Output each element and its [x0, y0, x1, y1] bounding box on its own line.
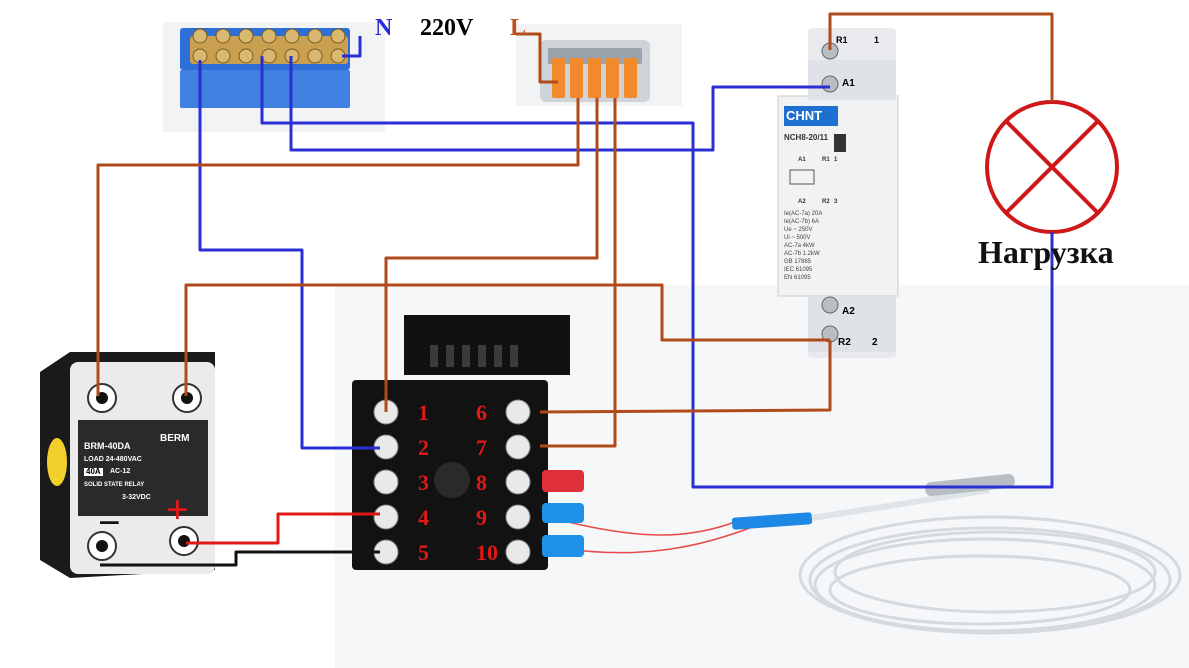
- line-wire-6-to-contactor: [539, 340, 832, 414]
- dc-plus-wire: [186, 512, 380, 545]
- line-wire-to-controller-1: [384, 98, 599, 412]
- contactor-model: NCH8-20/11: [784, 133, 829, 142]
- ssr-plus-sign: +: [166, 487, 189, 532]
- contactor-panel-a2: A2: [798, 199, 806, 205]
- neutral-wire-to-lamp: [260, 56, 1054, 489]
- contactor-spec-line: IEC 61095: [784, 267, 813, 273]
- contactor-spec-line: EN 61095: [784, 275, 811, 281]
- bus-screw: [215, 48, 231, 64]
- bus-screw: [330, 28, 346, 44]
- controller-screw: [373, 469, 399, 495]
- wago-connector: [516, 24, 682, 106]
- controller-terminal-number: 3: [418, 470, 429, 495]
- contactor-panel-1: 1: [834, 157, 838, 163]
- contactor-spec-line: Ue ~ 250V: [784, 227, 813, 233]
- spade-connectors: [542, 470, 584, 557]
- bus-screw: [238, 48, 254, 64]
- controller-terminal-number: 10: [476, 540, 498, 565]
- neutral-wire-to-controller-2: [198, 60, 380, 450]
- ssr-model: BRM-40DA: [84, 441, 131, 451]
- contactor-brand: CHNT: [786, 108, 823, 123]
- contactor-a1-label: A1: [842, 78, 855, 89]
- contactor-spec-line: GB 17885: [784, 259, 812, 265]
- controller-terminal-number: 9: [476, 505, 487, 530]
- controller-terminal-number: 2: [418, 435, 429, 460]
- ssr-load-text: LOAD 24-480VAC: [84, 456, 142, 463]
- contactor-specs: Ie(AC-7a) 20A Ie(AC-7b) 6A Ue ~ 250V Ui ~ 5…: [784, 210, 822, 282]
- controller-terminal-number: 1: [418, 400, 429, 425]
- thermocouple-probe: [559, 473, 1182, 635]
- controller-terminal-number: 8: [476, 470, 487, 495]
- controller-terminal-number: 4: [418, 505, 429, 530]
- bus-screw: [215, 28, 231, 44]
- line-wire-ssr-to-contactor: [184, 283, 830, 396]
- contactor-1-label: 1: [874, 35, 880, 45]
- wago-lever: [570, 58, 583, 98]
- voltage-label: 220V: [420, 15, 474, 41]
- neutral-bus-bar: [163, 22, 385, 132]
- contactor-spec-line: Ie(AC-7a) 20A: [784, 211, 823, 217]
- neutral-bus-tail: [342, 36, 362, 58]
- controller-screw: [505, 469, 531, 495]
- wago-lever: [606, 58, 619, 98]
- load-lamp-icon: [985, 100, 1119, 234]
- bus-screw: [238, 28, 254, 44]
- wago-lever: [588, 58, 601, 98]
- bus-screw: [307, 48, 323, 64]
- bus-screw: [284, 28, 300, 44]
- contactor-spec-line: AC-7b 1.2kW: [784, 251, 820, 257]
- contactor-r1-label: R1: [836, 35, 848, 45]
- temperature-controller: [352, 315, 570, 570]
- load-label: Нагрузка: [978, 234, 1114, 270]
- controller-terminal-number: 5: [418, 540, 429, 565]
- line-wire-to-controller-7: [540, 98, 617, 448]
- line-wire-to-ssr: [96, 98, 580, 396]
- ssr-type: SOLID STATE RELAY: [84, 482, 145, 488]
- contactor-panel-3: 3: [834, 199, 838, 205]
- bus-screw: [192, 28, 208, 44]
- contactor-panel-r2: R2: [822, 199, 830, 205]
- bus-screw: [261, 28, 277, 44]
- controller-screw: [505, 434, 531, 460]
- controller-screw: [505, 504, 531, 530]
- solid-state-relay: [40, 352, 215, 578]
- ssr-current: 40A: [84, 467, 103, 476]
- bus-screw: [261, 48, 277, 64]
- line-wire-contactor-to-lamp: [828, 12, 1054, 102]
- wago-lever: [552, 58, 565, 98]
- ssr-control: 3-32VDC: [122, 494, 151, 501]
- contactor-r2-label: R2: [838, 337, 851, 348]
- contactor-a2-label: A2: [842, 306, 855, 317]
- neutral-label: N: [375, 15, 393, 41]
- line-label: L: [510, 15, 527, 41]
- neutral-wire-to-contactor-a1: [289, 56, 830, 152]
- ssr-brand: BERM: [160, 433, 190, 444]
- controller-screw: [505, 539, 531, 565]
- contactor-spec-line: Ie(AC-7b) 6A: [784, 219, 820, 225]
- dc-minus-wire: [100, 550, 380, 567]
- contactor-spec-line: Ui ~ 500V: [784, 235, 811, 241]
- controller-screw: [373, 504, 399, 530]
- line-wire-feed: [516, 32, 558, 84]
- ssr-input: AC-12: [110, 468, 131, 475]
- contactor-panel-a1: A1: [798, 157, 806, 163]
- contactor: [777, 28, 899, 358]
- controller-screw: [505, 399, 531, 425]
- bus-screw: [307, 28, 323, 44]
- controller-terminal-number: 6: [476, 400, 487, 425]
- controller-terminal-number: 7: [476, 435, 487, 460]
- ssr-minus-sign: −: [98, 500, 121, 545]
- contactor-spec-line: AC-7a 4kW: [784, 243, 815, 249]
- wago-lever: [624, 58, 637, 98]
- contactor-panel-r1: R1: [822, 157, 830, 163]
- wires: [96, 12, 1054, 567]
- contactor-2-label: 2: [872, 337, 878, 348]
